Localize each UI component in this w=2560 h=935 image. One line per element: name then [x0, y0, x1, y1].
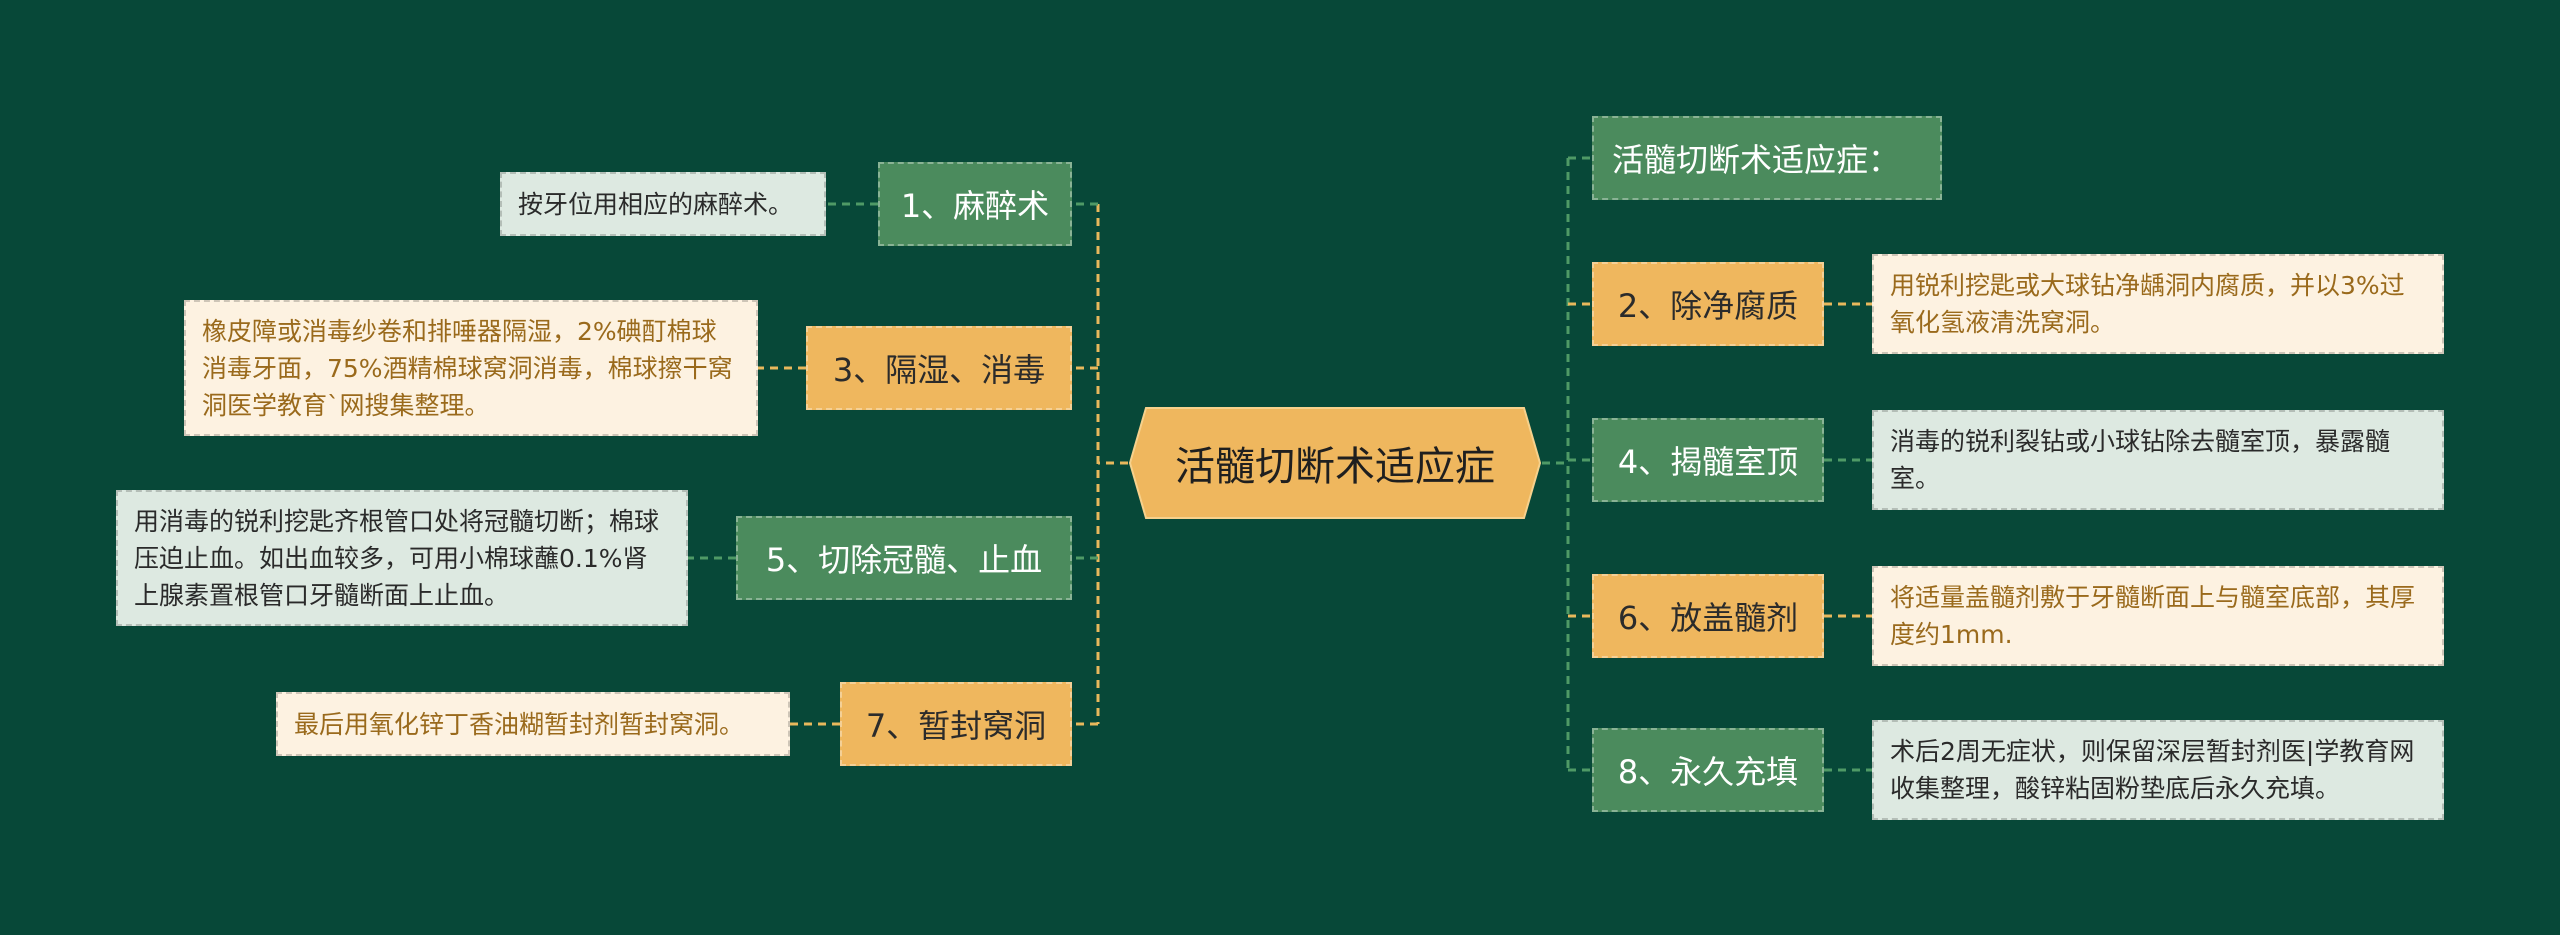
center-topic-label: 活髓切断术适应症: [1175, 444, 1495, 490]
desc-permanent-filling: 术后2周无症状，则保留深层暂封剂医|学教育网收集整理，酸锌粘固粉垫底后永久充填。: [1872, 720, 2444, 820]
desc-open-pulp-chamber: 消毒的锐利裂钻或小球钻除去髓室顶，暴露髓室。: [1872, 410, 2444, 510]
desc-anesthesia: 按牙位用相应的麻醉术。: [500, 172, 826, 236]
topic-pulp-removal-hemostasis[interactable]: 5、切除冠髓、止血: [736, 516, 1072, 600]
topic-isolation-disinfection[interactable]: 3、隔湿、消毒: [806, 326, 1072, 410]
desc-pulp-removal-hemostasis: 用消毒的锐利挖匙齐根管口处将冠髓切断；棉球压迫止血。如出血较多，可用小棉球蘸0.…: [116, 490, 688, 626]
right-header-topic[interactable]: 活髓切断术适应症：: [1592, 116, 1942, 200]
topic-anesthesia[interactable]: 1、麻醉术: [878, 162, 1072, 246]
topic-temporary-seal[interactable]: 7、暂封窝洞: [840, 682, 1072, 766]
desc-temporary-seal: 最后用氧化锌丁香油糊暂封剂暂封窝洞。: [276, 692, 790, 756]
desc-remove-decay: 用锐利挖匙或大球钻净龋洞内腐质，并以3%过氧化氢液清洗窝洞。: [1872, 254, 2444, 354]
center-topic[interactable]: 活髓切断术适应症: [1128, 406, 1542, 520]
topic-place-capping-agent[interactable]: 6、放盖髓剂: [1592, 574, 1824, 658]
desc-isolation-disinfection: 橡皮障或消毒纱卷和排唾器隔湿，2%碘酊棉球消毒牙面，75%酒精棉球窝洞消毒，棉球…: [184, 300, 758, 436]
center-hexagon-shape: [1128, 407, 1542, 519]
topic-open-pulp-chamber[interactable]: 4、揭髓室顶: [1592, 418, 1824, 502]
topic-remove-decay[interactable]: 2、除净腐质: [1592, 262, 1824, 346]
topic-permanent-filling[interactable]: 8、永久充填: [1592, 728, 1824, 812]
desc-place-capping-agent: 将适量盖髓剂敷于牙髓断面上与髓室底部，其厚度约1mm.: [1872, 566, 2444, 666]
